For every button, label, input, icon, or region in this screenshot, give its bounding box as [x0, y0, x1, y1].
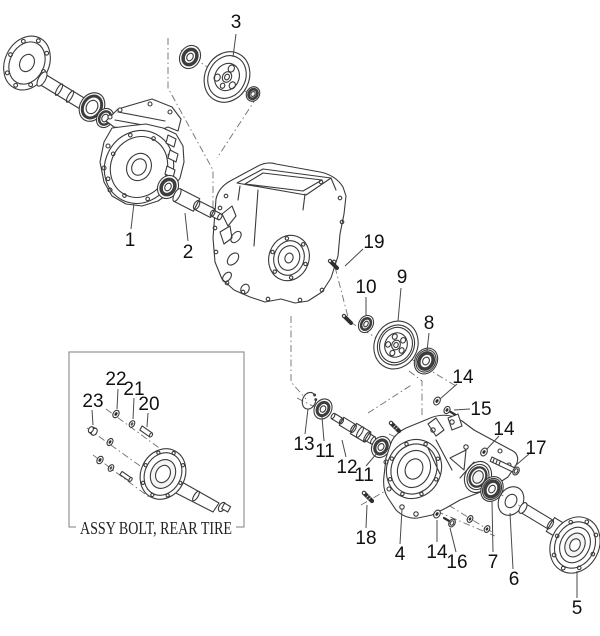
nut-extra-a	[466, 515, 474, 523]
shaft-12	[330, 412, 377, 445]
inset-stud-low	[119, 470, 133, 483]
inset-nut-low	[96, 455, 104, 465]
inset-stud-20	[139, 425, 154, 438]
callout-11b: 11	[354, 465, 374, 486]
nut-14-right	[480, 447, 488, 457]
center-housing	[212, 162, 347, 304]
inset-box	[68, 351, 245, 528]
bolt-16	[442, 516, 456, 528]
shaft-2	[172, 188, 223, 221]
callout-7: 7	[488, 552, 499, 573]
inset-caption: ASSY BOLT, REAR TIRE	[80, 518, 232, 538]
housing-4	[383, 413, 519, 519]
callout-14b: 14	[493, 419, 515, 440]
callout-19: 19	[363, 232, 384, 253]
input-bearing	[156, 174, 180, 200]
callout-3: 3	[231, 12, 242, 33]
callout-20: 20	[138, 394, 159, 415]
axle-5	[518, 502, 600, 574]
callout-15: 15	[470, 399, 491, 420]
callout-10: 10	[355, 277, 376, 298]
inset-washer-21	[128, 420, 136, 428]
callout-9: 9	[397, 267, 408, 288]
bearing-11a	[313, 398, 333, 420]
callout-labels: 1 2 3 19 10 9 8 14 15 14 17 13 11 12 11 …	[82, 12, 582, 619]
callout-1: 1	[125, 230, 136, 251]
bearing-3	[178, 44, 202, 70]
pulley-3	[203, 51, 251, 103]
callout-22: 22	[105, 369, 126, 390]
dowel-pin-19b	[341, 313, 353, 325]
nut-14-bottom	[433, 509, 441, 519]
nut-3	[245, 86, 261, 102]
bearing-8	[413, 347, 439, 375]
seal-10	[357, 314, 375, 334]
stud-18b	[361, 490, 375, 504]
pulley-9	[373, 320, 419, 370]
inset-washer-mid	[106, 437, 114, 447]
callout-17: 17	[525, 438, 546, 459]
stud-18a	[388, 420, 402, 434]
inset-nut-22	[112, 409, 120, 419]
callout-2: 2	[183, 242, 194, 263]
callout-8: 8	[424, 313, 435, 334]
callout-4: 4	[395, 544, 406, 565]
snap-ring-13	[301, 391, 318, 410]
dowel-pin-19	[327, 258, 339, 270]
callout-14c: 14	[426, 542, 448, 563]
callout-16: 16	[446, 552, 467, 573]
callout-5: 5	[572, 598, 583, 619]
left-axle-flange	[3, 35, 51, 91]
nut-14-top	[433, 396, 441, 406]
callout-leaders	[91, 33, 578, 598]
callout-6: 6	[509, 569, 520, 590]
bolt-17	[489, 456, 520, 476]
callout-18: 18	[355, 528, 376, 549]
callout-23: 23	[82, 391, 103, 412]
bolt-15	[443, 405, 457, 416]
callout-13: 13	[293, 434, 314, 455]
inset-bolt-23	[87, 426, 98, 436]
callout-11a: 11	[315, 441, 335, 462]
callout-21: 21	[123, 379, 144, 400]
callout-14a: 14	[452, 367, 474, 388]
caption-mask	[76, 518, 236, 539]
inset-washer-low	[107, 464, 115, 472]
inset-axle	[139, 448, 232, 513]
nut-extra-b	[483, 525, 491, 533]
callout-12: 12	[336, 457, 357, 478]
